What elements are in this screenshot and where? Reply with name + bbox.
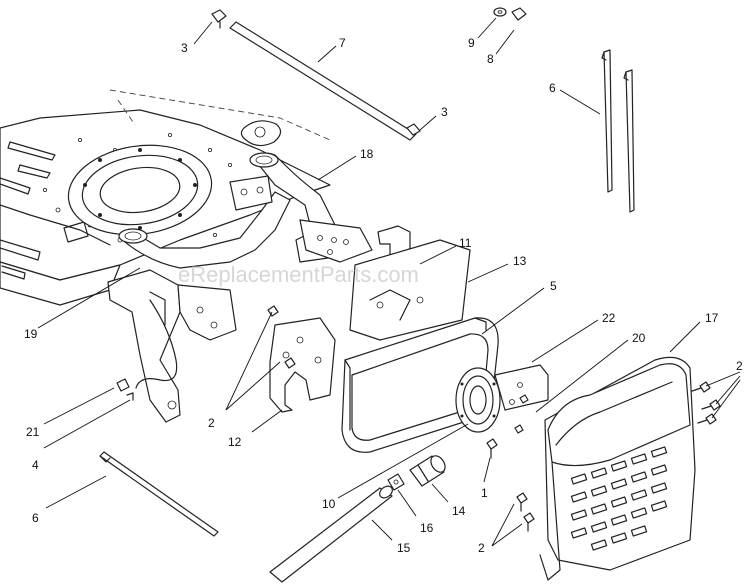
engine-mount-plate bbox=[67, 144, 213, 236]
pipe-clamp bbox=[387, 473, 405, 491]
callout-15: 15 bbox=[397, 541, 411, 555]
callout-21: 21 bbox=[26, 425, 40, 439]
washer-9 bbox=[493, 7, 507, 17]
callout-3-right: 3 bbox=[441, 105, 448, 119]
callout-6-bottom: 6 bbox=[32, 511, 39, 525]
pipe-adapter bbox=[409, 455, 446, 487]
leader-lines bbox=[37, 17, 741, 547]
callout-2-guard: 2 bbox=[736, 359, 743, 373]
cable-tie-upper bbox=[601, 49, 613, 193]
cable-tie-upper-2 bbox=[623, 69, 635, 213]
nut-3-right bbox=[406, 123, 421, 136]
callout-labels: 3 7 9 8 6 3 18 11 13 5 19 22 17 20 2 2 1… bbox=[24, 36, 743, 555]
screw-guard-1 bbox=[691, 381, 711, 393]
cable-tie-lower bbox=[99, 451, 219, 537]
end-cap bbox=[455, 364, 549, 433]
muffler bbox=[341, 317, 499, 453]
screw-guard-2 bbox=[701, 399, 721, 411]
callout-12: 12 bbox=[228, 435, 242, 449]
screw-muffler-1 bbox=[486, 438, 498, 459]
callout-19: 19 bbox=[24, 327, 38, 341]
callout-5: 5 bbox=[550, 279, 557, 293]
callout-16: 16 bbox=[420, 521, 434, 535]
screw-guard-5 bbox=[523, 512, 535, 532]
callout-18: 18 bbox=[360, 147, 374, 161]
callout-1: 1 bbox=[481, 486, 488, 500]
callout-13: 13 bbox=[513, 254, 527, 268]
nut-8 bbox=[511, 7, 527, 21]
screws bbox=[267, 305, 721, 532]
muffler-bracket bbox=[269, 317, 336, 413]
callout-8: 8 bbox=[487, 52, 494, 66]
callout-4: 4 bbox=[32, 458, 39, 472]
screw-muffler-3 bbox=[267, 305, 279, 317]
watermark-text: eReplacementParts.com bbox=[178, 262, 419, 287]
callout-11: 11 bbox=[459, 236, 472, 250]
gasket bbox=[240, 120, 282, 147]
nut-3-top bbox=[211, 9, 227, 29]
heat-shield bbox=[349, 239, 471, 341]
callout-2-bracket: 2 bbox=[208, 416, 215, 430]
callout-3-top: 3 bbox=[181, 41, 188, 55]
callout-22: 22 bbox=[602, 311, 616, 325]
callout-20: 20 bbox=[632, 331, 646, 345]
guard-vent-slots bbox=[570, 446, 668, 551]
callout-10: 10 bbox=[322, 497, 336, 511]
muffler-guard bbox=[539, 356, 696, 581]
rod-7 bbox=[229, 21, 417, 141]
screw-end-2 bbox=[519, 394, 529, 404]
screw-end-1 bbox=[514, 424, 524, 434]
callout-14: 14 bbox=[452, 504, 466, 518]
callout-2-lower: 2 bbox=[478, 541, 485, 555]
screw-guard-4 bbox=[516, 492, 528, 512]
callout-9: 9 bbox=[468, 36, 475, 50]
tail-pipe bbox=[269, 485, 393, 583]
sensor-wire bbox=[116, 299, 178, 401]
screw-muffler-2 bbox=[284, 357, 296, 369]
callout-17: 17 bbox=[705, 311, 719, 325]
side-bracket bbox=[107, 269, 237, 423]
callout-6-top: 6 bbox=[549, 81, 556, 95]
callout-7: 7 bbox=[339, 36, 346, 50]
